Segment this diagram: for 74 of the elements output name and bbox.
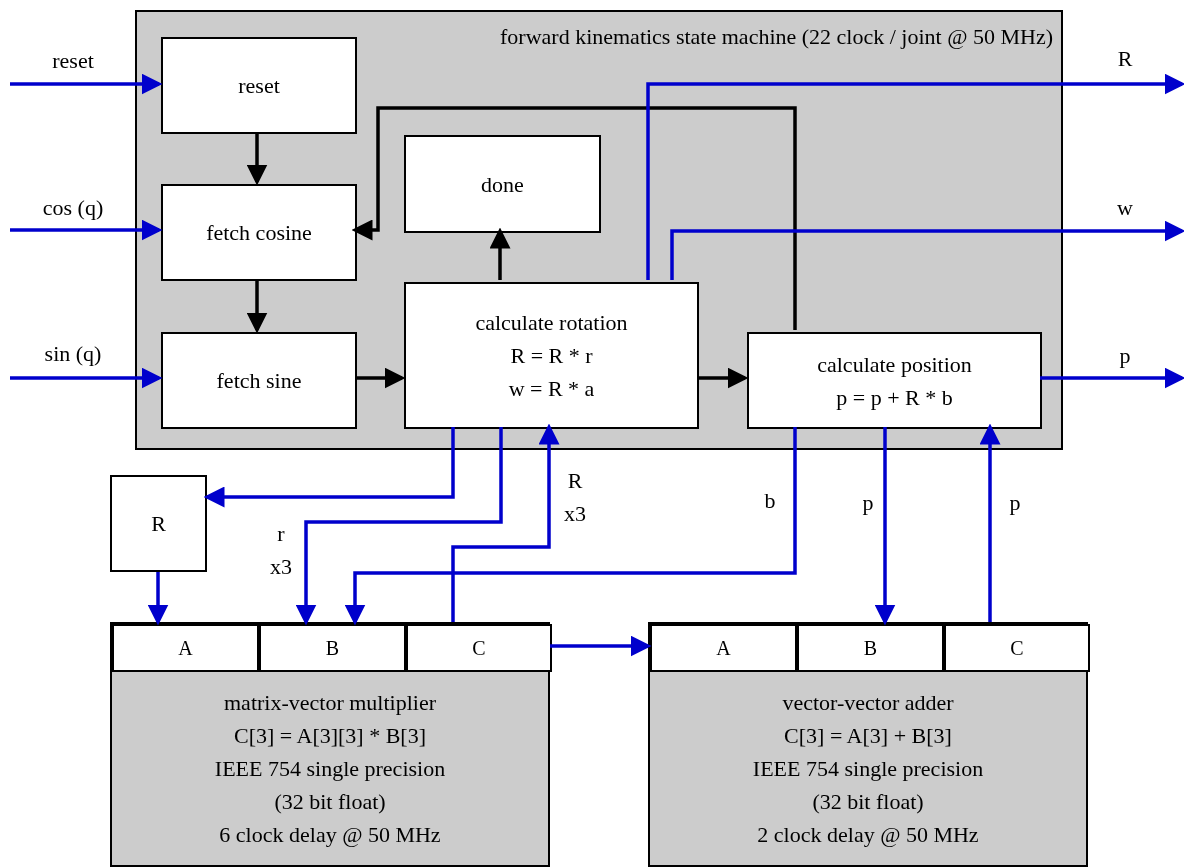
node-label: IEEE 754 single precision [752,755,984,783]
connector-arrow [351,106,797,330]
connector-arrow [451,423,560,622]
connector-arrow [203,427,455,508]
node-label: 6 clock delay @ 50 MHz [219,821,441,849]
edge-label: R x3 [563,467,587,528]
connector-arrow [979,423,1001,622]
edge-label: p [1118,341,1132,370]
connector-arrow [10,219,163,241]
edge-label: p [1008,488,1022,517]
connector-arrow [646,73,1184,280]
node-label: matrix-vector multiplier [224,689,436,717]
connector-arrow [550,635,652,657]
panel-title: forward kinematics state machine (22 clock / joint @ 50 MHz) [500,26,1053,48]
state-box [110,475,207,572]
edge-label: reset [51,46,95,75]
node-label: p = p + R * b [836,383,953,412]
state-box [404,282,699,429]
connector-arrow [147,572,169,626]
connector-arrow [246,279,268,334]
port-cell [944,624,1090,672]
edge-label: w [1116,193,1134,222]
port-label: B [863,635,878,661]
connector-arrow [246,132,268,186]
edge-label: p [861,488,875,517]
connector-arrow [489,227,511,280]
edge-label: sin (q) [43,339,103,368]
port-cell [650,624,797,672]
node-label: 2 clock delay @ 50 MHz [757,821,979,849]
node-label: vector-vector adder [782,689,954,717]
node-label: calculate rotation [475,309,628,337]
port-cell [797,624,944,672]
connector-arrow [670,220,1184,280]
processing-unit-box [110,622,550,867]
node-label: (32 bit float) [812,788,924,816]
state-box [161,184,357,281]
connector-arrow [10,73,163,95]
connector-arrow [697,367,749,389]
node-label: (32 bit float) [274,788,386,816]
node-label: C[3] = A[3] + B[3] [784,722,952,750]
port-label: A [178,635,193,661]
port-label: A [716,635,731,661]
port-label: C [1010,635,1024,661]
connector-arrow [874,427,896,626]
node-label: fetch cosine [206,219,312,247]
connector-arrow [295,427,503,626]
state-box [161,332,357,429]
edge-label: b [763,486,777,515]
state-box [404,135,601,233]
node-label: w = R * a [508,375,595,403]
node-label: C[3] = A[3][3] * B[3] [233,722,426,750]
port-cell [112,624,259,672]
node-label: R = R * r [510,342,593,370]
edge-label: cos (q) [41,193,105,222]
node-label: done [481,170,524,199]
state-box [747,332,1042,429]
port-cell [259,624,406,672]
state-machine-panel [135,10,1063,450]
connector-arrow [10,367,163,389]
state-box [161,37,357,134]
node-label: R [151,510,166,538]
processing-unit-box [648,622,1088,867]
node-label: reset [238,72,280,100]
port-label: B [325,635,340,661]
port-cell [406,624,552,672]
edge-label: R [1116,44,1134,73]
connector-arrow [1040,367,1184,389]
port-label: C [472,635,486,661]
connector-arrow [344,427,797,626]
node-label: fetch sine [216,367,302,395]
edge-label: r x3 [269,520,293,581]
node-label: calculate position [817,350,972,379]
node-label: IEEE 754 single precision [214,755,446,783]
connector-arrow [355,367,406,389]
